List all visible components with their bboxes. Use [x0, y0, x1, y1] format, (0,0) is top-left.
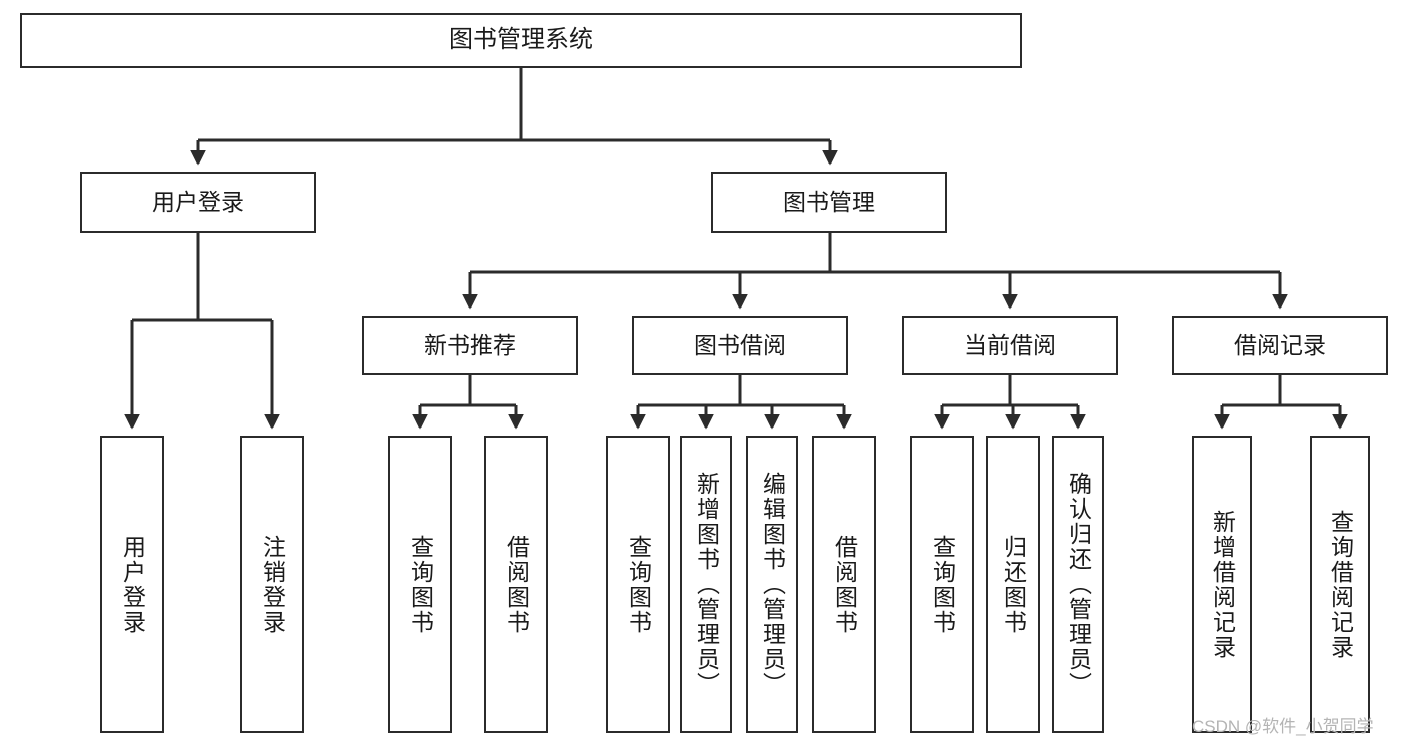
node-leaf-query-book-3[interactable]: 查询图书	[910, 436, 974, 733]
node-user-login-label: 用户登录	[152, 188, 244, 215]
node-book-manage[interactable]: 图书管理	[711, 172, 947, 233]
node-borrow-record-label: 借阅记录	[1234, 331, 1326, 358]
node-leaf-confirm-return[interactable]: 确认归还（管理员）	[1052, 436, 1104, 733]
node-leaf-borrow-book-1-label: 借阅图书	[503, 534, 530, 635]
node-book-manage-label: 图书管理	[783, 188, 875, 215]
node-leaf-query-book-1-label: 查询图书	[407, 534, 434, 635]
node-book-borrow-label: 图书借阅	[694, 331, 786, 358]
node-leaf-add-book-label: 新增图书（管理员）	[693, 472, 720, 697]
node-book-borrow[interactable]: 图书借阅	[632, 316, 848, 375]
node-root[interactable]: 图书管理系统	[20, 13, 1022, 68]
node-root-label: 图书管理系统	[449, 26, 593, 54]
node-current-borrow[interactable]: 当前借阅	[902, 316, 1118, 375]
node-leaf-query-book-2-label: 查询图书	[625, 534, 652, 635]
node-leaf-user-login-label: 用户登录	[119, 534, 146, 635]
node-new-book-recommend-label: 新书推荐	[424, 331, 516, 358]
node-leaf-query-record-label: 查询借阅记录	[1327, 509, 1354, 660]
node-leaf-borrow-book-2[interactable]: 借阅图书	[812, 436, 876, 733]
node-leaf-borrow-book-1[interactable]: 借阅图书	[484, 436, 548, 733]
node-leaf-add-book[interactable]: 新增图书（管理员）	[680, 436, 732, 733]
node-user-login[interactable]: 用户登录	[80, 172, 316, 233]
node-leaf-add-record[interactable]: 新增借阅记录	[1192, 436, 1252, 733]
node-leaf-query-book-2[interactable]: 查询图书	[606, 436, 670, 733]
node-leaf-user-login[interactable]: 用户登录	[100, 436, 164, 733]
node-leaf-query-book-1[interactable]: 查询图书	[388, 436, 452, 733]
node-new-book-recommend[interactable]: 新书推荐	[362, 316, 578, 375]
node-borrow-record[interactable]: 借阅记录	[1172, 316, 1388, 375]
node-leaf-user-logout-label: 注销登录	[259, 534, 286, 635]
node-current-borrow-label: 当前借阅	[964, 331, 1056, 358]
node-leaf-edit-book-label: 编辑图书（管理员）	[759, 472, 786, 697]
csdn-watermark: CSDN @软件_小贺同学	[1192, 717, 1374, 736]
node-leaf-borrow-book-2-label: 借阅图书	[831, 534, 858, 635]
node-leaf-return-book-label: 归还图书	[1000, 534, 1027, 635]
node-leaf-add-record-label: 新增借阅记录	[1209, 509, 1236, 660]
node-leaf-query-book-3-label: 查询图书	[929, 534, 956, 635]
node-leaf-return-book[interactable]: 归还图书	[986, 436, 1040, 733]
node-leaf-edit-book[interactable]: 编辑图书（管理员）	[746, 436, 798, 733]
node-leaf-confirm-return-label: 确认归还（管理员）	[1065, 472, 1092, 697]
node-leaf-user-logout[interactable]: 注销登录	[240, 436, 304, 733]
node-leaf-query-record[interactable]: 查询借阅记录	[1310, 436, 1370, 733]
